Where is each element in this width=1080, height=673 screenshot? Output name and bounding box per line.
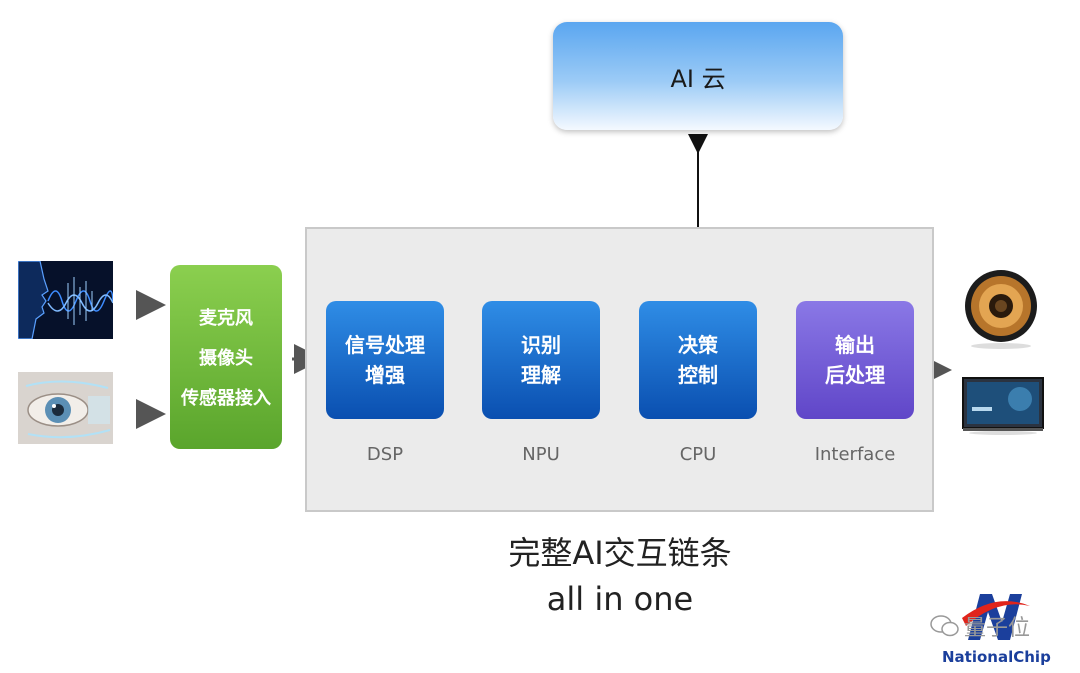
stage-cpu-line2: 控制 [678,363,718,387]
wechat-icon [930,615,959,637]
stage-label-npu: NPU [522,444,560,465]
ai-cloud-box: AI 云 [553,22,843,130]
stage-label-dsp: DSP [366,444,404,465]
watermark: 量子位 [930,610,1030,642]
watermark-text: 量子位 [964,616,1031,641]
input-line-sensor: 传感器接入 [181,388,271,409]
voice-waveform-icon [18,261,113,339]
stage-interface-box: 输出 后处理 [796,301,914,419]
stage-dsp-line1: 信号处理 [345,333,425,357]
nationalchip-logo-text: NationalChip [942,648,1051,666]
input-line-microphone: 麦克风 [199,308,253,329]
eye-scan-icon [18,372,113,444]
stage-interface-line2: 后处理 [825,363,885,387]
display-screen-icon [962,377,1044,435]
input-sources-box: 麦克风 摄像头 传感器接入 [170,265,282,449]
footer-subtitle: all in one [546,580,694,618]
ai-cloud-label: AI 云 [670,64,726,93]
stage-npu-line1: 识别 [521,333,561,357]
stage-label-cpu: CPU [679,444,717,465]
speaker-icon [960,268,1042,350]
stage-dsp-line2: 增强 [365,363,405,387]
input-line-camera: 摄像头 [199,348,253,369]
stage-npu-line2: 理解 [521,363,561,387]
footer-title: 完整AI交互链条 [508,534,732,572]
stage-cpu-box: 决策 控制 [639,301,757,419]
nationalchip-logo-icon [958,588,1034,650]
stage-npu-box: 识别 理解 [482,301,600,419]
stage-interface-line1: 输出 [835,333,875,357]
stage-cpu-line1: 决策 [678,333,718,357]
stage-dsp-box: 信号处理 增强 [326,301,444,419]
stage-label-interface: Interface [814,444,896,465]
